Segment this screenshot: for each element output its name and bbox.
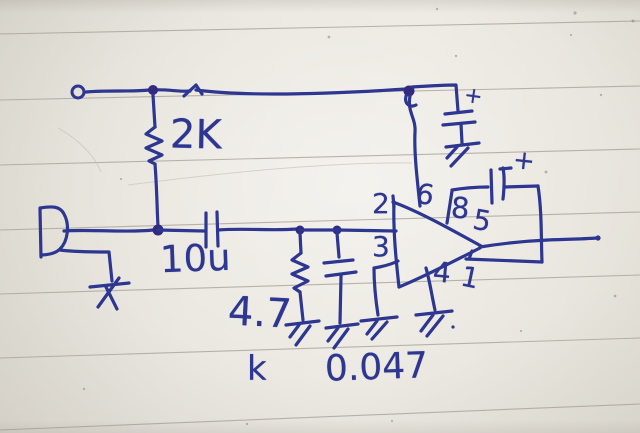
resistor-2k-symbol [144, 93, 164, 228]
input-terminal-circle [70, 84, 86, 100]
microphone-symbol [38, 205, 70, 259]
pin-label-2: 2 [372, 187, 390, 220]
label-cap-10u: 10u [159, 235, 232, 282]
paper-creases [57, 127, 413, 186]
ruled-lines [0, 20, 640, 431]
junction-dot [148, 85, 158, 95]
pin4-ground-wire [424, 266, 437, 312]
gain-cap-loop-wire [450, 166, 544, 264]
mic-ground-wire [58, 248, 114, 283]
ink-layer [38, 83, 601, 350]
mic-signal-wire [62, 228, 155, 233]
label-resistor-4-7: 4.7 [226, 288, 293, 338]
label-resistor-k-unit: k [247, 349, 267, 389]
coupling-cap-10u-symbol [156, 210, 299, 249]
label-resistor-2k: 2K [169, 111, 223, 159]
pin3-ground-wire [372, 259, 400, 317]
filter-cap-047-symbol [322, 231, 358, 325]
ground-symbol-pin3 [359, 315, 399, 341]
ground-symbol-r4k7 [284, 319, 321, 347]
ground-symbol-pin4 [414, 309, 455, 338]
pin6-supply-wire [404, 94, 422, 208]
top-supply-rail-wire [84, 83, 408, 98]
paper-specks [82, 7, 635, 426]
output-wire [478, 235, 601, 249]
pin-label-3: 3 [372, 230, 390, 263]
ground-symbol-mic [88, 276, 131, 311]
pin8-wire [445, 189, 454, 225]
label-cap-0047: 0.047 [324, 345, 429, 390]
ground-symbol-supply [444, 141, 481, 168]
pin-label-8: 8 [449, 190, 471, 226]
resistor-4k7-symbol [290, 231, 310, 322]
label-plus-gain-cap: + [511, 144, 537, 178]
pin-label-4: 4 [431, 255, 453, 290]
signal-wire-to-opamp [335, 228, 398, 233]
label-plus-supply: + [462, 82, 485, 111]
supply-bypass-cap-symbol [410, 83, 477, 145]
ground-symbol-c047 [324, 322, 360, 350]
